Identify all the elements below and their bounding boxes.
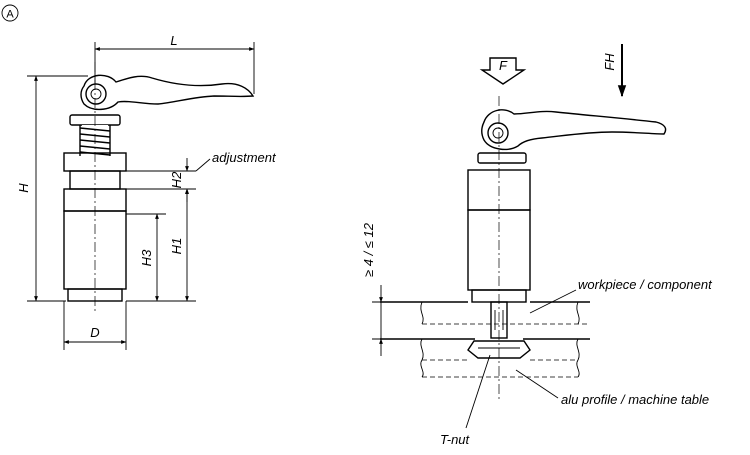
force-indicators: F FH [479,44,627,98]
t-nut [467,340,531,359]
view-a-letter: A [6,9,14,21]
dim-H1: H1 [169,238,184,255]
label-t-nut: T-nut [440,432,471,447]
force-arrow-F [479,57,527,85]
force-F-label: F [499,58,508,73]
right-clamp-body [467,96,667,400]
view-a-marker: A [1,4,19,22]
label-workpiece: workpiece / component [578,277,713,292]
left-clamp-body [63,62,255,312]
right-cam-lever [481,109,667,151]
dim-H: H [16,183,31,193]
label-alu-profile: alu profile / machine table [561,392,709,407]
left-cam-pivot [85,83,107,105]
dim-thickness-range: ≥ 4 / ≤ 12 [361,222,376,277]
dim-H2: H2 [169,171,184,188]
workpiece-and-table [380,301,590,378]
force-FH-label: FH [602,53,617,71]
label-adjustment: adjustment [212,150,277,165]
left-dimensions: L H H2 H3 H1 D adjustment [16,33,277,350]
dim-H3: H3 [139,249,154,266]
right-cam-pivot [487,122,509,144]
left-cam-lever [80,74,255,111]
dim-L: L [170,33,177,48]
right-dimensions: ≥ 4 / ≤ 12 workpiece / component alu pro… [361,222,713,447]
dim-D: D [90,325,99,340]
